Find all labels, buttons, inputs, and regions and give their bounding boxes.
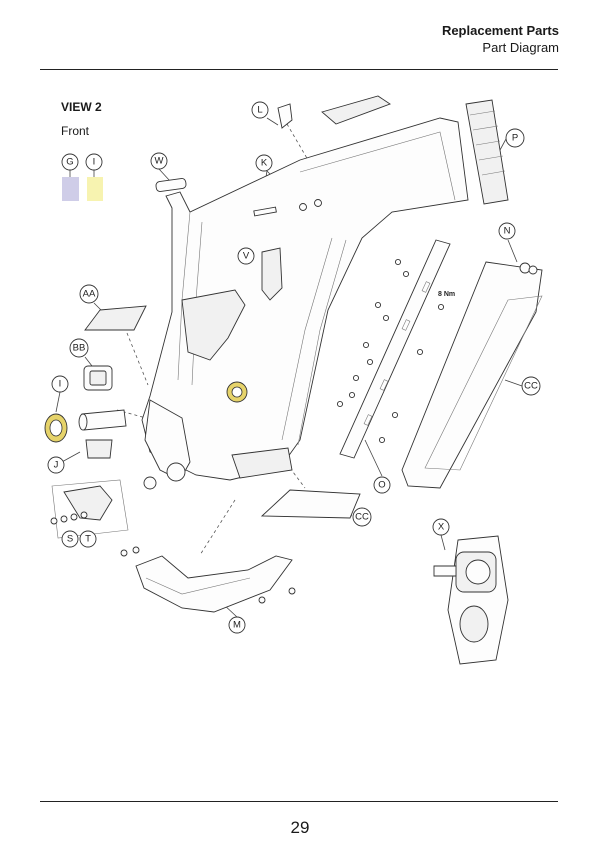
- view-title: VIEW 2: [61, 100, 102, 114]
- page-number: 29: [290, 818, 310, 837]
- top-cover-part: [277, 95, 391, 129]
- svg-text:K: K: [261, 158, 268, 169]
- svg-text:T: T: [85, 534, 91, 545]
- callout-g: G: [61, 153, 79, 171]
- svg-text:I: I: [93, 157, 96, 168]
- svg-text:N: N: [504, 226, 511, 237]
- cover-part-aa: [84, 305, 147, 331]
- svg-text:O: O: [378, 480, 385, 491]
- legend: [62, 170, 103, 201]
- svg-text:P: P: [512, 133, 518, 144]
- section-title: Replacement Parts: [441, 23, 559, 38]
- svg-text:X: X: [438, 522, 445, 533]
- view-subtitle: Front: [61, 124, 90, 138]
- svg-text:I: I: [59, 379, 62, 390]
- page-header: Replacement Parts Part Diagram: [442, 22, 559, 56]
- section-subtitle: Part Diagram: [482, 40, 559, 55]
- sleeve-part-w: [155, 178, 187, 192]
- rail-screws: [336, 258, 445, 444]
- callout-p: P: [505, 128, 525, 148]
- skid-plate-part-m: [120, 546, 296, 613]
- bearing-part-i: [44, 413, 68, 443]
- svg-text:CC: CC: [355, 512, 369, 523]
- svg-text:L: L: [257, 105, 262, 116]
- callout-i: I: [51, 375, 69, 393]
- svg-text:W: W: [155, 156, 164, 167]
- callout-o: O: [373, 476, 391, 494]
- legend-swatch-i: [87, 177, 103, 201]
- sheet-part-cc: [260, 489, 361, 519]
- callout-t: T: [79, 530, 97, 548]
- svg-text:BB: BB: [73, 343, 86, 354]
- callout-k: K: [255, 154, 273, 172]
- legend-swatch-g: [62, 177, 79, 201]
- axle-sleeve-part: [78, 409, 127, 431]
- svg-text:G: G: [66, 157, 73, 168]
- callout-i-legend: I: [85, 153, 103, 171]
- svg-text:AA: AA: [83, 289, 96, 300]
- torque-label: 8 Nm: [438, 291, 455, 298]
- callout-s: S: [61, 530, 79, 548]
- header-divider: [40, 69, 558, 70]
- callout-x: X: [432, 518, 450, 536]
- bike-frame: [141, 117, 469, 490]
- svg-text:CC: CC: [524, 381, 538, 392]
- clamp-part-bb: [83, 365, 113, 391]
- battery-part-n: [401, 261, 543, 489]
- callout-n: N: [498, 222, 516, 240]
- svg-text:V: V: [243, 251, 250, 262]
- battery-cover-part-p: [465, 99, 509, 205]
- svg-text:J: J: [54, 460, 59, 471]
- svg-text:S: S: [67, 534, 73, 545]
- callout-l: L: [251, 101, 269, 119]
- callout-m: M: [228, 616, 246, 634]
- callout-v: V: [237, 247, 255, 265]
- callout-cc: CC: [521, 376, 541, 396]
- callout-w: W: [150, 152, 168, 170]
- bolts-part-k: [253, 199, 322, 217]
- rail-part-o: [339, 239, 451, 459]
- cable-guide-part-v: [261, 247, 283, 301]
- motor-mount-part-x: [433, 535, 509, 665]
- callout-bb: BB: [69, 338, 89, 358]
- footer-divider: [40, 801, 558, 802]
- callout-cc-sheet: CC: [352, 507, 372, 527]
- derailleur-hanger-box: [50, 479, 129, 539]
- callout-j: J: [47, 456, 65, 474]
- cup-part-j: [85, 439, 113, 459]
- callout-aa: AA: [79, 284, 99, 304]
- svg-text:M: M: [233, 620, 241, 631]
